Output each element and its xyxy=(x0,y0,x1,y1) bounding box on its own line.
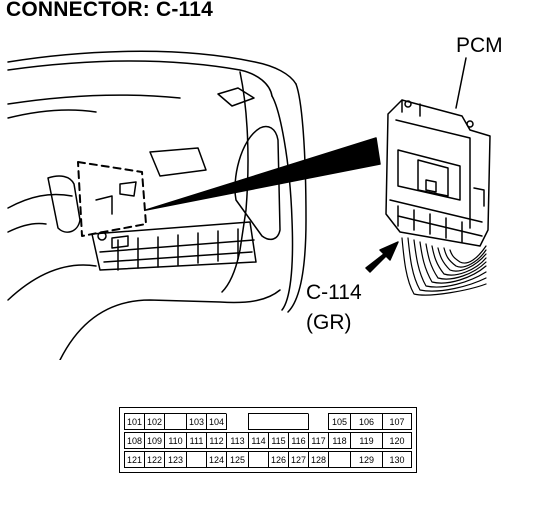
pin-cell: 101 xyxy=(124,413,144,430)
pin-cell: 127 xyxy=(288,451,308,468)
pin-cell-empty xyxy=(226,413,248,430)
pin-cell: 104 xyxy=(206,413,226,430)
pcm-pointer-wedge xyxy=(145,137,381,211)
pin-cell: 108 xyxy=(124,432,144,449)
pin-cell-empty xyxy=(248,413,268,430)
vehicle-dash-pcm-illustration xyxy=(7,50,491,360)
pin-cell: 124 xyxy=(206,451,226,468)
pcm-leader-line xyxy=(455,57,467,109)
pin-cell: 125 xyxy=(226,451,248,468)
page-title: CONNECTOR: C-114 xyxy=(6,0,214,21)
pin-cell: 123 xyxy=(164,451,186,468)
pin-cell: 130 xyxy=(382,451,412,468)
pin-cell-empty xyxy=(164,413,186,430)
pin-cell: 103 xyxy=(186,413,206,430)
connector-id-label: C-114 xyxy=(306,281,362,304)
pin-cell-empty xyxy=(186,451,206,468)
pin-cell: 119 xyxy=(350,432,382,449)
pin-cell: 128 xyxy=(308,451,328,468)
pin-cell: 102 xyxy=(144,413,164,430)
pin-cell-empty xyxy=(248,451,268,468)
pin-cell: 116 xyxy=(288,432,308,449)
pin-cell: 129 xyxy=(350,451,382,468)
pcm-module-drawing xyxy=(385,99,491,247)
connector-pinout-table: 101 102 103 104 105 106 107 108 109 110 … xyxy=(119,407,417,473)
pcm-location-dashed-box xyxy=(77,161,147,237)
pin-cell-empty xyxy=(268,413,288,430)
pin-cell: 109 xyxy=(144,432,164,449)
dashboard-drawing xyxy=(7,50,307,360)
pin-cell: 113 xyxy=(226,432,248,449)
pin-cell: 105 xyxy=(328,413,350,430)
pin-cell-empty xyxy=(288,413,308,430)
pin-cell: 114 xyxy=(248,432,268,449)
pin-cell: 115 xyxy=(268,432,288,449)
pin-cell: 112 xyxy=(206,432,226,449)
wire-harness xyxy=(401,237,487,296)
pin-cell: 122 xyxy=(144,451,164,468)
pin-cell: 120 xyxy=(382,432,412,449)
pin-cell-empty xyxy=(328,451,350,468)
connector-arrow xyxy=(365,241,399,273)
pin-cell: 111 xyxy=(186,432,206,449)
pin-cell-empty xyxy=(308,413,328,430)
pin-cell: 121 xyxy=(124,451,144,468)
pin-cell: 126 xyxy=(268,451,288,468)
pin-cell: 107 xyxy=(382,413,412,430)
pinout-row-1: 101 102 103 104 105 106 107 xyxy=(124,412,412,431)
wire-color-label: (GR) xyxy=(306,311,352,334)
pinout-row-3: 121 122 123 124 125 126 127 128 129 130 xyxy=(124,450,412,469)
pin-cell: 117 xyxy=(308,432,328,449)
pinout-row-2: 108 109 110 111 112 113 114 115 116 117 … xyxy=(124,431,412,450)
pin-cell: 118 xyxy=(328,432,350,449)
pin-cell: 110 xyxy=(164,432,186,449)
pin-cell: 106 xyxy=(350,413,382,430)
pcm-label: PCM xyxy=(456,34,503,57)
